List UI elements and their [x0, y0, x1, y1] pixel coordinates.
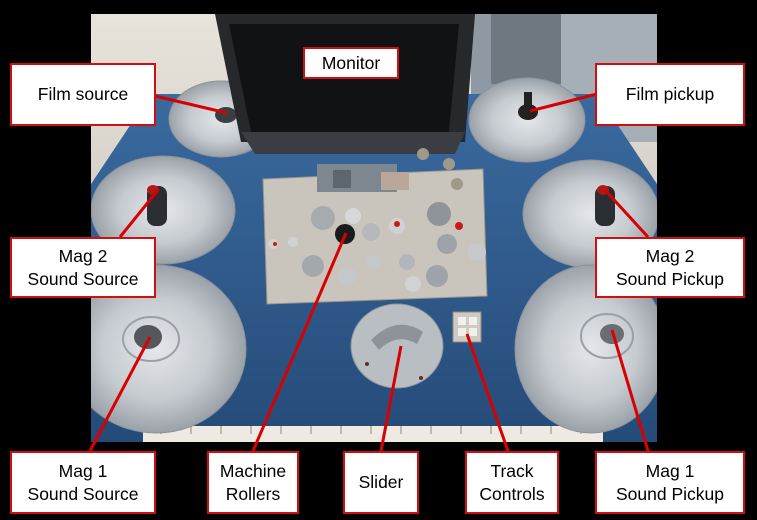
label-mag2-pickup-line2: Sound Pickup	[616, 268, 724, 289]
label-film-source-text: Film source	[37, 84, 129, 104]
label-slider: Slider	[343, 451, 419, 514]
label-mag2-source-line2: Sound Source	[27, 268, 139, 289]
label-mag1-pickup: Mag 1 Sound Pickup	[595, 451, 745, 514]
label-track-controls: Track Controls	[465, 451, 559, 514]
slider-control	[350, 303, 444, 389]
label-film-source: Film source	[10, 63, 156, 126]
label-track-controls-line2: Controls	[479, 483, 545, 504]
label-film-pickup-text: Film pickup	[625, 84, 715, 104]
label-mag1-pickup-line2: Sound Pickup	[616, 483, 724, 504]
label-mag2-source-line1: Mag 2	[58, 245, 108, 266]
monitor-hood	[215, 14, 475, 154]
reel-film-pickup	[468, 77, 586, 163]
label-track-controls-line1: Track	[490, 460, 534, 481]
photo-scene	[91, 14, 657, 442]
label-mag2-pickup: Mag 2 Sound Pickup	[595, 237, 745, 298]
tabletop-ruler	[143, 426, 603, 442]
label-mag1-source-line1: Mag 1	[58, 460, 108, 481]
label-machine-rollers-line1: Machine	[219, 460, 287, 481]
label-mag2-source: Mag 2 Sound Source	[10, 237, 156, 298]
label-film-pickup: Film pickup	[595, 63, 745, 126]
label-machine-rollers: Machine Rollers	[207, 451, 299, 514]
label-monitor-text: Monitor	[321, 52, 381, 73]
label-mag2-pickup-line1: Mag 2	[645, 245, 695, 266]
label-slider-text: Slider	[358, 472, 404, 492]
label-machine-rollers-line2: Rollers	[225, 483, 281, 504]
label-mag1-source-line2: Sound Source	[27, 483, 139, 504]
track-controls-panel	[452, 311, 482, 343]
label-monitor: Monitor	[303, 47, 399, 79]
label-mag1-source: Mag 1 Sound Source	[10, 451, 156, 514]
label-mag1-pickup-line1: Mag 1	[645, 460, 695, 481]
editing-machine-photo	[91, 14, 657, 442]
background-vent	[491, 14, 561, 84]
